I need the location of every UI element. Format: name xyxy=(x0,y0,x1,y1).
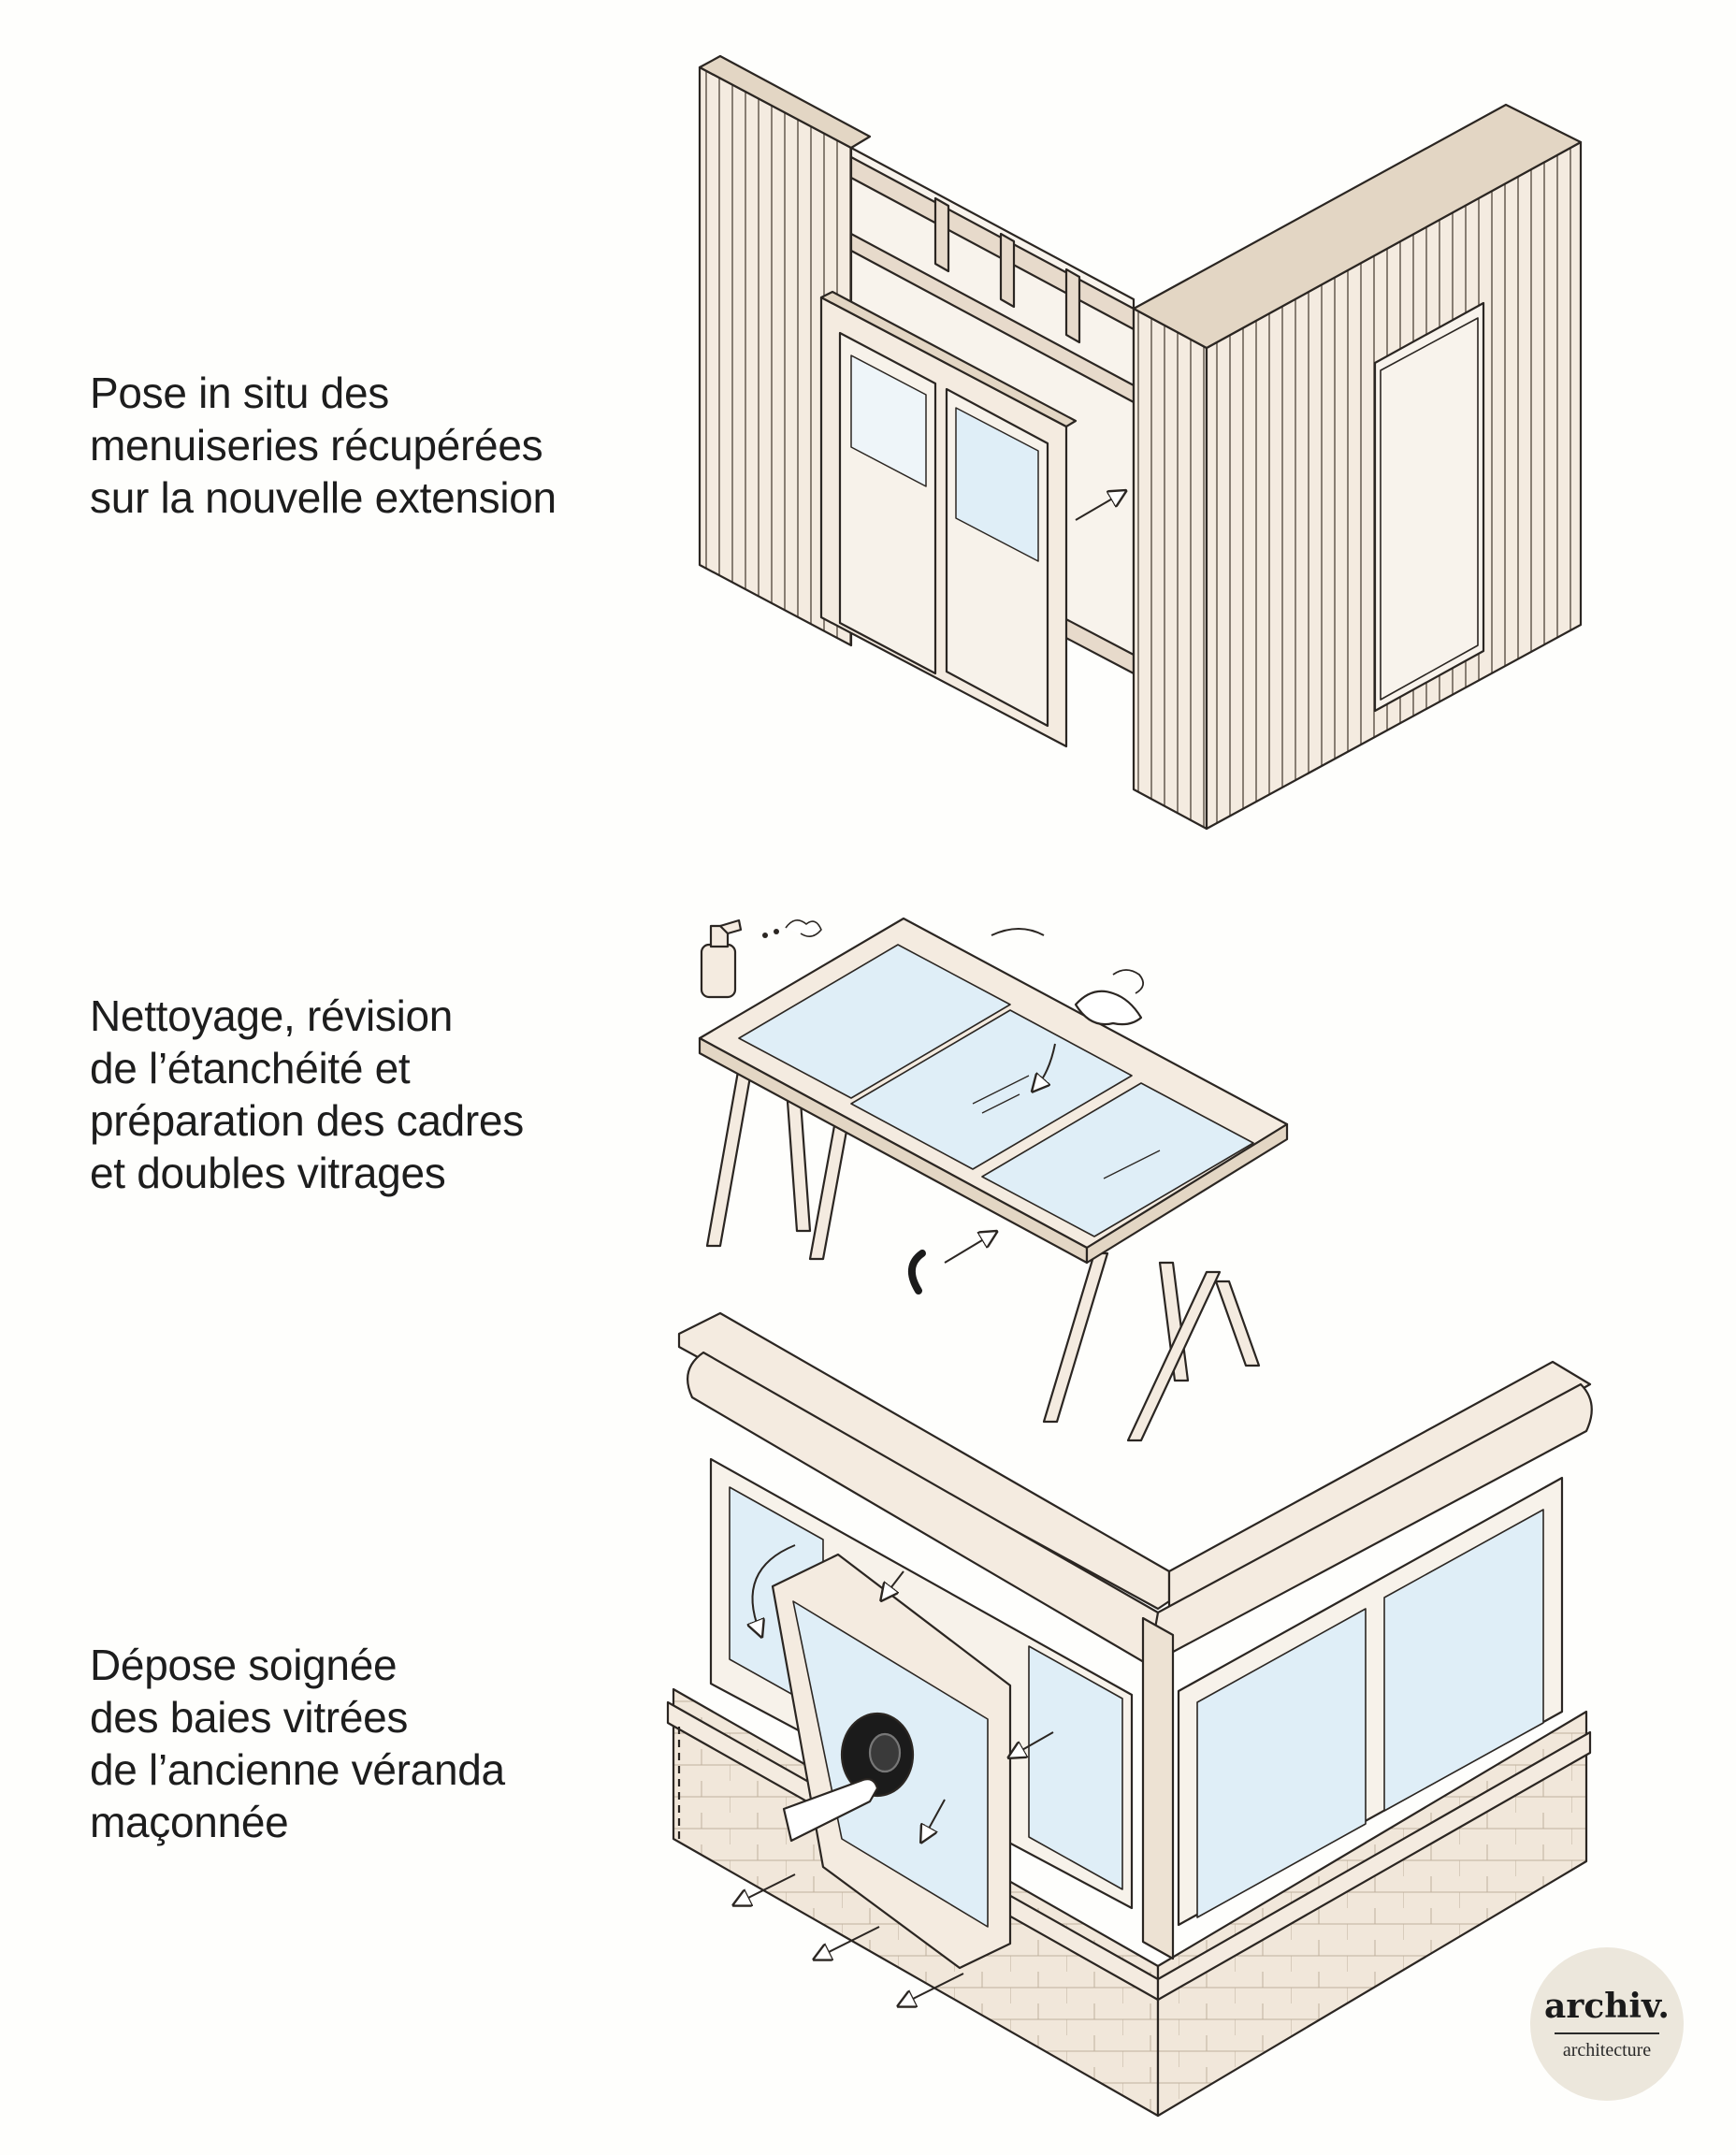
arrow-icon xyxy=(739,1544,1054,2003)
caption-step-1: Pose in situ des menuiseries récupérées … xyxy=(90,367,557,524)
caption-line: des baies vitrées xyxy=(90,1693,409,1742)
caption-line: de l’étanchéité et xyxy=(90,1044,411,1092)
archiv-logo: archiv. architecture xyxy=(1530,1947,1684,2101)
logo-divider xyxy=(1555,2032,1659,2034)
caption-step-3: Dépose soignée des baies vitrées de l’an… xyxy=(90,1639,505,1848)
caption-line: Dépose soignée xyxy=(90,1641,398,1689)
logo-name: archiv. xyxy=(1544,1987,1670,2026)
veranda-illustration xyxy=(666,1311,1593,2118)
suction-cup-icon xyxy=(782,1712,915,1843)
extension-wall-illustration xyxy=(698,54,1583,831)
caption-line: Nettoyage, révision xyxy=(90,991,454,1040)
caption-line: de l’ancienne véranda xyxy=(90,1745,505,1794)
caption-line: menuiseries récupérées xyxy=(90,421,543,470)
trestle-table-illustration xyxy=(698,917,1289,1442)
caption-line: sur la nouvelle extension xyxy=(90,473,557,522)
caption-line: maçonnée xyxy=(90,1798,289,1846)
caption-step-2: Nettoyage, révision de l’étanchéité et p… xyxy=(90,990,524,1199)
cloth-hand-icon xyxy=(1074,969,1145,1026)
caption-line: et doubles vitrages xyxy=(90,1149,446,1197)
spray-bottle-icon xyxy=(700,918,822,999)
caption-line: Pose in situ des xyxy=(90,369,389,417)
caption-line: préparation des cadres xyxy=(90,1096,524,1145)
logo-subtitle: architecture xyxy=(1562,2040,1652,2061)
